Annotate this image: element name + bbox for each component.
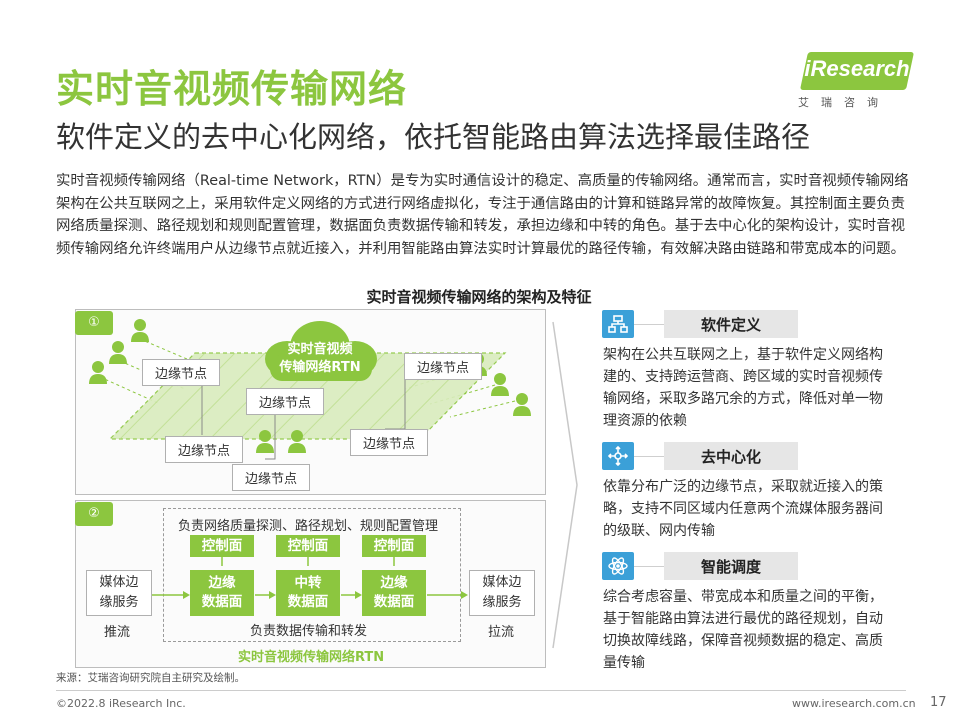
user-icon	[109, 341, 127, 364]
rtn-cloud-icon	[265, 321, 377, 381]
edge-node: 边缘节点	[165, 436, 244, 463]
source-note: 来源：艾瑞咨询研究院自主研究及绘制。	[56, 672, 245, 684]
intro-paragraph: 实时音视频传输网络（Real-time Network，RTN）是专为实时通信设…	[56, 173, 909, 257]
control-plane-box: 控制面	[190, 535, 254, 557]
edge-data-plane-box: 边缘 数据面	[190, 570, 254, 616]
edge-node: 边缘节点	[404, 353, 483, 380]
user-icon	[491, 373, 509, 396]
rtn-caption: 实时音视频传输网络RTN	[238, 650, 385, 665]
edge-data-plane-box: 边缘 数据面	[362, 570, 426, 616]
page-title: 实时音视频传输网络	[56, 67, 408, 111]
push-stream-label: 推流	[104, 625, 131, 640]
flow-connectors	[151, 557, 468, 599]
control-plane-caption: 负责网络质量探测、路径规划、规则配置管理	[178, 519, 439, 534]
panel-number-badge: ①	[75, 311, 113, 335]
feature-desc-smart-scheduling: 综合考虑容量、带宽成本和质量之间的平衡，基于智能路由算法进行最优的路径规划，自动…	[603, 589, 883, 671]
iresearch-logo: iResearch 艾瑞咨询	[790, 50, 920, 112]
control-plane-box: 控制面	[362, 535, 426, 557]
page-number: 17	[930, 695, 947, 710]
rtn-flow-panel	[75, 500, 546, 668]
user-icon	[288, 430, 306, 453]
cloud-label: 实时音视频 传输网络RTN	[279, 342, 361, 375]
edge-node: 边缘节点	[142, 359, 221, 386]
media-edge-service-left: 媒体边 缘服务	[86, 570, 152, 616]
control-data-frame	[163, 508, 461, 642]
user-icon	[89, 361, 107, 384]
decentralize-icon	[602, 442, 634, 470]
media-edge-service-right: 媒体边 缘服务	[469, 570, 535, 616]
website-link[interactable]: www.iresearch.com.cn	[792, 697, 916, 710]
edge-node: 边缘节点	[246, 388, 325, 415]
diagram-title: 实时音视频传输网络的架构及特征	[366, 288, 592, 306]
footer-divider	[56, 690, 906, 691]
relay-data-plane-box: 中转 数据面	[276, 570, 340, 616]
feature-title-smart-scheduling: 智能调度	[664, 552, 798, 580]
page-subtitle: 软件定义的去中心化网络，依托智能路由算法选择最佳路径	[56, 120, 811, 154]
feature-desc-decentralized: 依靠分布广泛的边缘节点，采取就近接入的策略，支持不同区域内任意两个流媒体服务器间…	[603, 479, 883, 539]
user-icon	[513, 393, 531, 416]
pull-stream-label: 拉流	[488, 625, 515, 640]
sitemap-icon	[602, 310, 634, 338]
user-icon	[131, 319, 149, 342]
data-plane-caption: 负责数据传输和转发	[250, 624, 368, 639]
control-plane-box: 控制面	[276, 535, 340, 557]
atom-icon	[602, 552, 634, 580]
feature-desc-software-defined: 架构在公共互联网之上，基于软件定义网络构建的、支持跨运营商、跨区域的实时音视频传…	[603, 347, 883, 429]
user-icon	[256, 430, 274, 453]
edge-node: 边缘节点	[232, 464, 311, 491]
feature-title-decentralized: 去中心化	[664, 442, 798, 470]
edge-node: 边缘节点	[350, 429, 429, 456]
copyright: ©2022.8 iResearch Inc.	[56, 697, 186, 710]
panel-number-badge: ②	[75, 502, 113, 526]
chevron-right-icon	[552, 321, 578, 649]
logo-brand: iResearch	[804, 56, 910, 81]
feature-title-software-defined: 软件定义	[664, 310, 798, 338]
logo-chinese: 艾瑞咨询	[798, 96, 890, 109]
